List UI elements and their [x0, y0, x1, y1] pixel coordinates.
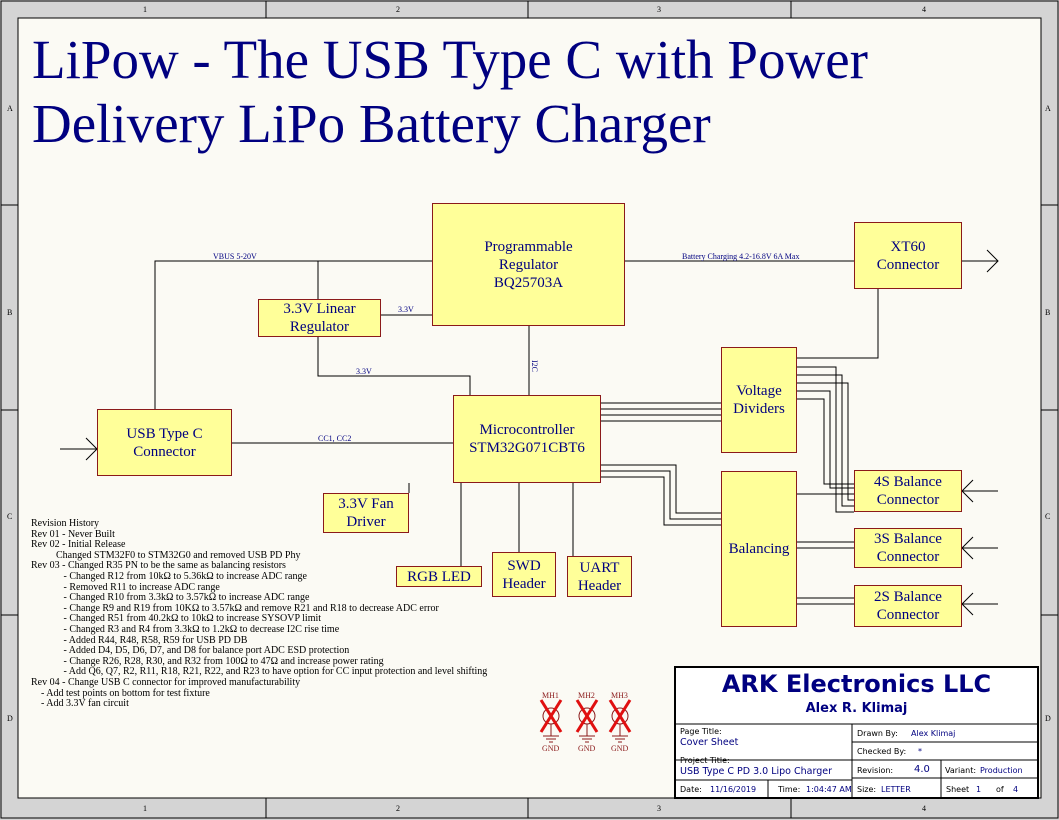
swd-header-block[interactable]: SWD Header — [492, 552, 556, 597]
mounting-hole-label: MH3 — [611, 691, 628, 700]
net-label-vbus: VBUS 5-20V — [213, 252, 257, 261]
sheet-label: Sheet — [946, 785, 970, 794]
revision-line: - Change R26, R28, R30, and R32 from 100… — [31, 655, 384, 667]
time-value: 1:04:47 AM — [806, 785, 852, 794]
net-label-3v3: 3.3V — [398, 305, 414, 314]
revision-line: - Change R9 and R19 from 10KΩ to 3.57kΩ … — [31, 602, 439, 614]
size-label: Size: — [857, 785, 877, 794]
wires — [60, 249, 999, 616]
mounting-hole-symbols — [542, 707, 629, 743]
net-label-cc: CC1, CC2 — [318, 434, 352, 443]
row-label-right: B — [1045, 308, 1051, 317]
of-value: 4 — [1013, 785, 1019, 794]
col-label-bottom: 3 — [657, 804, 661, 813]
row-label-left: A — [7, 104, 13, 113]
revision-line: Rev 04 - Change USB C connector for impr… — [31, 676, 301, 688]
net-label-battery: Battery Charging 4.2-16.8V 6A Max — [682, 252, 800, 261]
revision-line: - Changed R12 from 10kΩ to 5.36kΩ to inc… — [31, 570, 307, 582]
project-title-label: Project Title: — [680, 756, 730, 765]
page-title-value: Cover Sheet — [680, 737, 739, 748]
revision-line: Changed STM32F0 to STM32G0 and removed U… — [31, 549, 301, 561]
fan-driver-block[interactable]: 3.3V Fan Driver — [323, 493, 409, 533]
revision-line: Rev 03 - Changed R35 PN to be the same a… — [31, 560, 286, 572]
revision-line: - Add test points on bottom for test fix… — [31, 687, 210, 699]
revision-line: - Added D4, D5, D6, D7, and D8 for balan… — [31, 645, 350, 657]
project-title-value: USB Type C PD 3.0 Lipo Charger — [680, 766, 832, 777]
mounting-hole-label: MH1 — [542, 691, 559, 700]
revision-history: Revision History Rev 01 - Never Built Re… — [31, 518, 488, 710]
col-label-bottom: 1 — [143, 804, 147, 813]
col-label-top: 1 — [143, 5, 147, 14]
date-label: Date: — [680, 785, 702, 794]
balancing-block[interactable]: Balancing — [721, 471, 797, 627]
checked-by-value: * — [918, 747, 922, 756]
company-name: ARK Electronics LLC — [721, 670, 992, 698]
net-label-i2c: I2C — [530, 360, 539, 372]
revision-label: Revision: — [857, 766, 894, 775]
variant-label: Variant: — [945, 766, 977, 775]
usb-type-c-connector-block[interactable]: USB Type C Connector — [97, 409, 232, 476]
time-label: Time: — [778, 785, 801, 794]
balance-connector-2s-block[interactable]: 2S Balance Connector — [854, 585, 962, 627]
no-populate-crosses — [539, 699, 632, 733]
revision-value: 4.0 — [914, 764, 930, 775]
sheet-value: 1 — [976, 785, 982, 794]
revision-line: - Added R44, R48, R58, R59 for USB PD DB — [31, 634, 248, 646]
row-label-left: D — [7, 714, 13, 723]
row-label-right: C — [1045, 512, 1051, 521]
of-label: of — [996, 785, 1004, 794]
revision-line: - Changed R10 from 3.3kΩ to 3.57kΩ to in… — [31, 592, 310, 604]
revision-line: Rev 02 - Initial Release — [31, 539, 126, 551]
row-label-right: A — [1045, 104, 1051, 113]
revision-line: - Removed R11 to increase ADC range — [31, 581, 220, 593]
variant-value: Production — [980, 766, 1023, 775]
balance-connector-4s-block[interactable]: 4S Balance Connector — [854, 470, 962, 512]
regulator-block[interactable]: Programmable Regulator BQ25703A — [432, 203, 625, 326]
page-title-label: Page Title: — [680, 727, 722, 736]
xt60-connector-block[interactable]: XT60 Connector — [854, 222, 962, 289]
author-name: Alex R. Klimaj — [805, 701, 908, 716]
gnd-label: GND — [578, 744, 596, 753]
revision-line: - Changed R3 and R4 from 3.3kΩ to 1.2kΩ … — [31, 623, 340, 635]
revision-line: Revision History — [31, 518, 100, 529]
revision-line: Rev 01 - Never Built — [31, 528, 115, 540]
balance-connector-3s-block[interactable]: 3S Balance Connector — [854, 528, 962, 568]
voltage-dividers-block[interactable]: Voltage Dividers — [721, 347, 797, 453]
drawn-by-label: Drawn By: — [857, 729, 898, 738]
linear-regulator-block[interactable]: 3.3V Linear Regulator — [258, 299, 381, 337]
col-label-top: 4 — [922, 5, 926, 14]
net-label-3v3: 3.3V — [356, 367, 372, 376]
mounting-hole-label: MH2 — [578, 691, 595, 700]
page-title: LiPow - The USB Type C with Power Delive… — [32, 29, 868, 154]
revision-line: - Add 3.3V fan circuit — [31, 698, 129, 710]
checked-by-label: Checked By: — [857, 747, 907, 756]
rgb-led-block[interactable]: RGB LED — [396, 566, 482, 587]
gnd-label: GND — [611, 744, 629, 753]
row-label-right: D — [1045, 714, 1051, 723]
revision-line: - Changed R51 from 40.2kΩ to 10kΩ to inc… — [31, 613, 322, 625]
gnd-label: GND — [542, 744, 560, 753]
col-label-top: 3 — [657, 5, 661, 14]
col-label-top: 2 — [396, 5, 400, 14]
col-label-bottom: 2 — [396, 804, 400, 813]
row-label-left: C — [7, 512, 13, 521]
date-value: 11/16/2019 — [710, 785, 757, 794]
size-value: LETTER — [881, 785, 911, 794]
col-label-bottom: 4 — [922, 804, 926, 813]
microcontroller-block[interactable]: Microcontroller STM32G071CBT6 — [453, 395, 601, 483]
drawn-by-value: Alex Klimaj — [911, 729, 956, 738]
revision-line: - Add Q6, Q7, R2, R11, R18, R21, R22, an… — [31, 666, 488, 678]
row-label-left: B — [7, 308, 13, 317]
uart-header-block[interactable]: UART Header — [567, 556, 632, 597]
title-block-frame — [674, 666, 1039, 799]
